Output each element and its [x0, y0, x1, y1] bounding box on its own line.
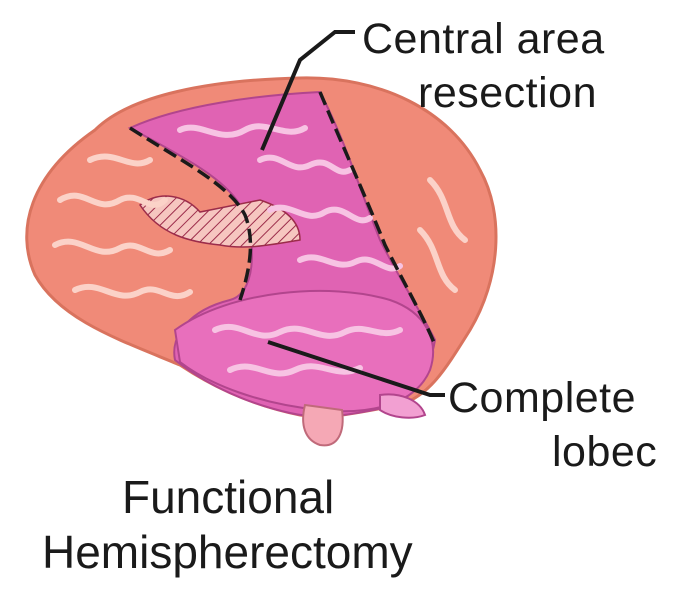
leader-complete [267, 340, 445, 397]
gyri-lines-pink [177, 123, 403, 377]
central-hatched-area [138, 195, 301, 248]
caption-line1: Functional [122, 471, 335, 523]
label-complete-line1: Complete [448, 374, 637, 422]
label-central-area-line2: resection [418, 69, 597, 117]
brainstem [302, 403, 344, 447]
gyri-lines [52, 153, 468, 300]
resection-boundary [129, 91, 437, 346]
cerebellum [379, 393, 427, 419]
caption-line2: Hemispherectomy [42, 526, 413, 578]
leader-central [260, 30, 355, 151]
temporal-lobe [173, 289, 435, 413]
label-central-area-line1: Central area [362, 15, 605, 63]
label-complete-line2: lobec [552, 428, 658, 476]
